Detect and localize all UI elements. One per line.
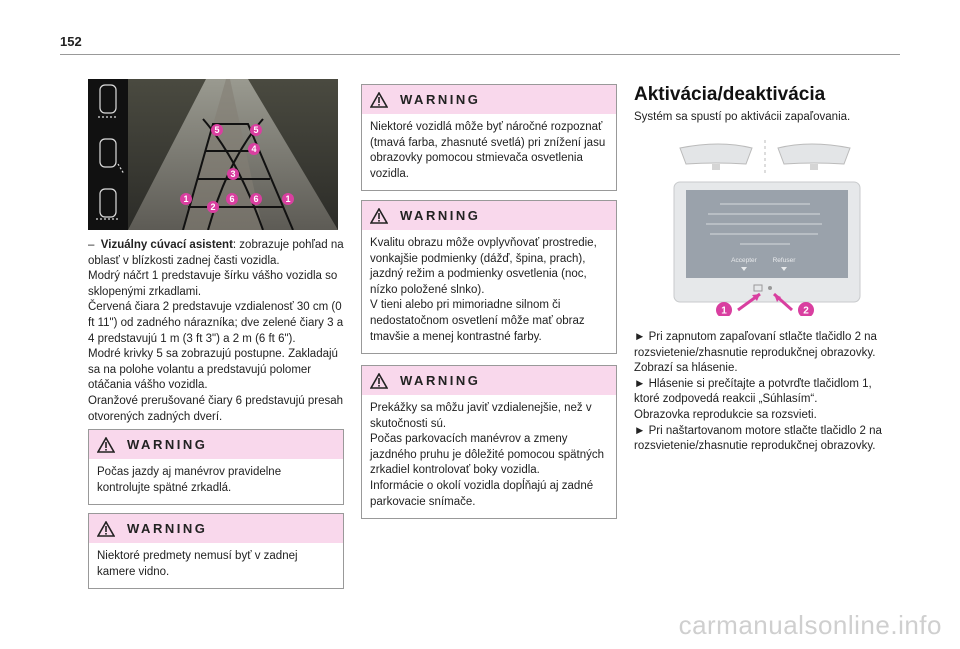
warning-title: WARNING xyxy=(127,521,208,536)
warning-text: Počas jazdy aj manévrov pravidelne kontr… xyxy=(97,466,282,494)
warning-title: WARNING xyxy=(400,92,481,107)
warning-text: Kvalitu obrazu môže ovplyvňovať prostred… xyxy=(370,237,597,296)
warning-box: WARNING Počas jazdy aj manévrov pravidel… xyxy=(88,429,344,506)
section-heading: Aktivácia/deaktivácia xyxy=(634,84,826,105)
warning-title: WARNING xyxy=(400,208,481,223)
step-item: Obrazovka reprodukcie sa rozsvieti. xyxy=(634,408,817,421)
marker-5b: 5 xyxy=(253,125,258,135)
watermark: carmanualsonline.info xyxy=(678,610,942,640)
warning-text: V tieni alebo pri mimoriadne silnom či n… xyxy=(370,299,585,343)
step-item: ► Pri zapnutom zapaľovaní stlačte tlačid… xyxy=(634,331,877,359)
paragraph-blue-curves: Modré krivky 5 sa zobrazujú postupne. Za… xyxy=(88,348,338,392)
warning-icon xyxy=(97,436,115,453)
refuse-label: Refuser xyxy=(773,257,797,264)
header-divider xyxy=(60,54,900,55)
step-item: ► Pri naštartovanom motore stlačte tlači… xyxy=(634,424,882,453)
marker-1b: 1 xyxy=(285,194,290,204)
warning-title: WARNING xyxy=(127,437,208,452)
callout-1: 1 xyxy=(721,306,727,317)
callout-2: 2 xyxy=(803,306,809,317)
list-dash: – xyxy=(88,239,95,251)
activation-steps: ► Pri zapnutom zapaľovaní stlačte tlačid… xyxy=(634,330,896,455)
warning-title: WARNING xyxy=(400,373,481,388)
marker-6b: 6 xyxy=(253,194,258,204)
marker-1a: 1 xyxy=(183,194,188,204)
paragraph-blue-outline: Modrý náčrt 1 predstavuje šírku vášho vo… xyxy=(88,270,338,298)
intro-text: : zobrazuje pohľad na oblasť v blízkosti… xyxy=(88,239,344,267)
paragraph-red-line: Červená čiara 2 predstavuje vzdialenosť … xyxy=(88,301,344,345)
step-item: ► Hlásenie si prečítajte a potvrďte tlač… xyxy=(634,377,872,406)
paragraph-orange-lines: Oranžové prerušované čiary 6 predstavujú… xyxy=(88,394,344,423)
marker-4: 4 xyxy=(251,144,256,154)
section-intro: Systém sa spustí po aktivácii zapaľovani… xyxy=(634,111,851,123)
warning-icon xyxy=(97,520,115,537)
marker-2: 2 xyxy=(210,202,215,212)
rear-camera-figure: 5 5 4 3 1 2 6 6 1 xyxy=(88,79,338,230)
warning-icon xyxy=(370,372,388,389)
marker-3: 3 xyxy=(230,169,235,179)
warning-box: WARNING Niektoré predmety nemusí byť v z… xyxy=(88,513,344,590)
screen-illustration: Accepter Refuser 1 2 xyxy=(660,134,870,318)
marker-5a: 5 xyxy=(214,125,219,135)
accept-label: Accepter xyxy=(731,257,757,264)
warning-box: WARNING Niektoré vozidlá môže byť náročn… xyxy=(361,84,617,192)
warning-text: Informácie o okolí vozidla dopĺňajú aj z… xyxy=(370,479,594,508)
warning-box: WARNING Kvalitu obrazu môže ovplyvňovať … xyxy=(361,200,617,355)
warning-text: Počas parkovacích manévrov a zmeny jazdn… xyxy=(370,433,604,477)
marker-6a: 6 xyxy=(229,194,234,204)
camera-description: – Vizuálny cúvací asistent: zobrazuje po… xyxy=(88,238,344,425)
warning-box: WARNING Prekážky sa môžu javiť vzdialene… xyxy=(361,365,617,520)
warning-icon xyxy=(370,207,388,224)
warning-text: Niektoré predmety nemusí byť v zadnej ka… xyxy=(97,550,298,578)
step-item: Zobrazí sa hlásenie. xyxy=(634,362,738,375)
term-vizualny: Vizuálny cúvací asistent xyxy=(100,239,233,251)
warning-text: Niektoré vozidlá môže byť náročné rozpoz… xyxy=(370,121,606,180)
warning-text: Prekážky sa môžu javiť vzdialenejšie, ne… xyxy=(370,402,592,430)
page-number: 152 xyxy=(60,34,82,49)
warning-icon xyxy=(370,91,388,108)
